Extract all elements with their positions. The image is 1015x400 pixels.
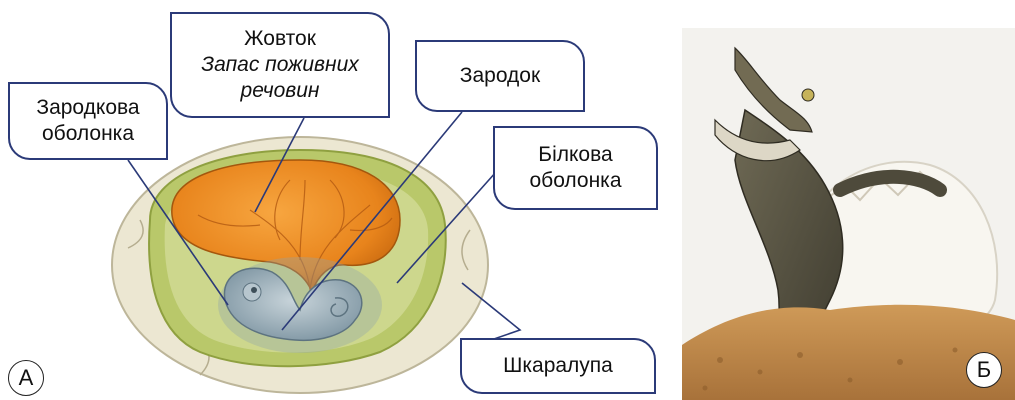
hatching-crocodile-photo: [682, 28, 1015, 400]
shell-label: Шкаралупа: [503, 353, 613, 379]
crocodile-eye: [802, 89, 814, 101]
egg-illustration: [112, 137, 488, 393]
callout-yolk: Жовток Запас поживних речовин: [170, 12, 390, 118]
germ-membrane-line2: оболонка: [42, 121, 134, 147]
albumen-membrane-line1: Білкова: [538, 142, 612, 168]
callout-shell: Шкаралупа: [460, 338, 656, 394]
callout-germ-membrane: Зародкова оболонка: [8, 82, 168, 160]
yolk-description-line1: Запас поживних: [201, 52, 359, 78]
embryo-label: Зародок: [460, 63, 540, 89]
panel-label-b: Б: [966, 352, 1002, 388]
callout-albumen-membrane: Білкова оболонка: [493, 126, 658, 210]
albumen-membrane-line2: оболонка: [529, 168, 621, 194]
yolk-title: Жовток: [244, 26, 316, 52]
callout-embryo: Зародок: [415, 40, 585, 112]
germ-membrane-line1: Зародкова: [36, 95, 139, 121]
yolk-description-line2: речовин: [241, 78, 320, 104]
panel-label-a: А: [8, 360, 44, 396]
